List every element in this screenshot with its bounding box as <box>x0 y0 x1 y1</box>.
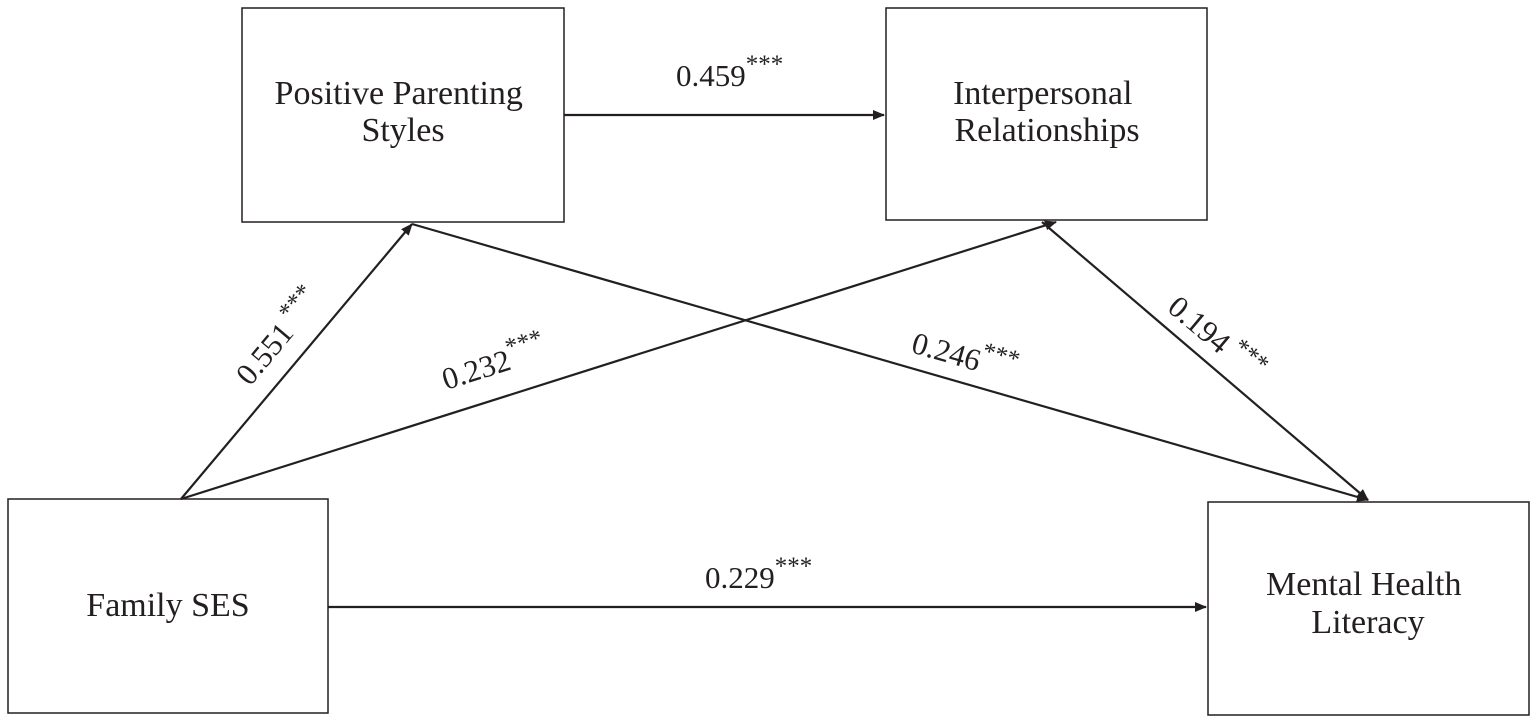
node-label: Family SES <box>86 587 249 624</box>
coefficient-value: 0.232 <box>438 342 515 396</box>
significance-stars: *** <box>273 279 318 325</box>
node-label: Positive Parenting Styles <box>275 75 532 149</box>
arrow-ses-to-pps <box>180 223 413 500</box>
node-interpersonal-relationships: Interpersonal Relationships <box>885 7 1208 221</box>
node-positive-parenting-styles: Positive Parenting Styles <box>241 7 565 223</box>
significance-stars: *** <box>775 553 813 580</box>
coefficient-ses-to-ir: 0.232*** <box>435 324 550 396</box>
arrow-pps-to-mhl <box>411 222 1369 502</box>
coefficient-ses-to-pps: 0.551*** <box>225 279 328 391</box>
node-family-ses: Family SES <box>7 498 329 714</box>
node-box <box>7 498 329 714</box>
coefficient-pps-to-ir: 0.459*** <box>676 51 783 93</box>
significance-stars: *** <box>746 51 784 78</box>
arrow-ir-to-mhl <box>1041 221 1369 501</box>
coefficient-ses-to-mhl: 0.229*** <box>705 553 812 595</box>
coefficient-value: 0.551 <box>229 316 301 392</box>
significance-stars: *** <box>502 324 546 361</box>
coefficient-value: 0.194 <box>1162 289 1238 361</box>
node-box <box>241 7 565 223</box>
coefficient-value: 0.229 <box>705 560 775 595</box>
node-label: Interpersonal Relationships <box>953 75 1141 149</box>
node-box <box>1207 501 1530 716</box>
node-mental-health-literacy: Mental Health Literacy <box>1207 501 1530 716</box>
significance-stars: *** <box>1228 333 1274 378</box>
arrow-ses-to-ir <box>180 220 1057 501</box>
node-label: Mental Health Literacy <box>1266 566 1470 641</box>
node-box <box>885 7 1208 221</box>
coefficient-pps-to-mhl: 0.246*** <box>908 318 1023 388</box>
significance-stars: *** <box>979 338 1022 374</box>
coefficient-value: 0.459 <box>676 58 746 93</box>
